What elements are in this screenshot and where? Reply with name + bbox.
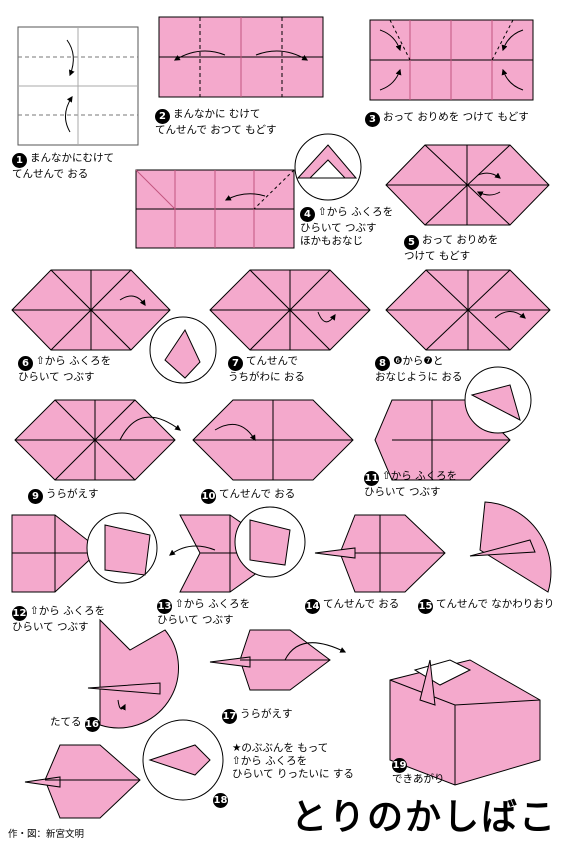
step-9-figure <box>14 399 181 481</box>
step-13-caption: 13⇧から ふくろを ひらいて つぶす <box>157 598 251 626</box>
step-16-figure <box>87 618 179 729</box>
step-7-figure <box>209 269 371 351</box>
author-credit: 作・図：新宮文明 <box>8 829 85 840</box>
step-19-figure <box>389 659 541 786</box>
step-10-figure <box>192 399 354 481</box>
step-4-figure <box>135 133 362 249</box>
step-15-figure <box>469 501 552 593</box>
step-6-figure <box>11 269 217 384</box>
step-14-figure <box>314 514 446 593</box>
step-11-caption: 11⇧から ふくろを ひらいて つぶす <box>364 470 458 498</box>
step-12-caption: 12⇧から ふくろを ひらいて つぶす <box>12 605 106 633</box>
step-4-caption: 4⇧から ふくろを ひらいて つぶす ほかもおなじ <box>300 206 394 247</box>
step-13-figure <box>169 506 306 593</box>
step-17-figure <box>209 629 347 691</box>
step-11-figure <box>374 366 532 481</box>
step-5-figure <box>385 144 550 226</box>
step-12-figure <box>11 512 158 593</box>
step-18-number: 18 <box>213 793 228 808</box>
step-18-figure <box>24 719 224 819</box>
step-1-figure <box>17 26 139 146</box>
page-title: とりのかしばこ <box>290 797 557 838</box>
step-6-caption: 6⇧から ふくろを ひらいて つぶす <box>18 355 112 383</box>
step-18-caption: ★のぶぶんを もって ⇧から ふくろを ひらいて りったいに する <box>232 742 354 780</box>
step-3-figure <box>369 19 534 101</box>
step-8-figure <box>385 269 551 351</box>
step-2-figure <box>158 16 324 98</box>
